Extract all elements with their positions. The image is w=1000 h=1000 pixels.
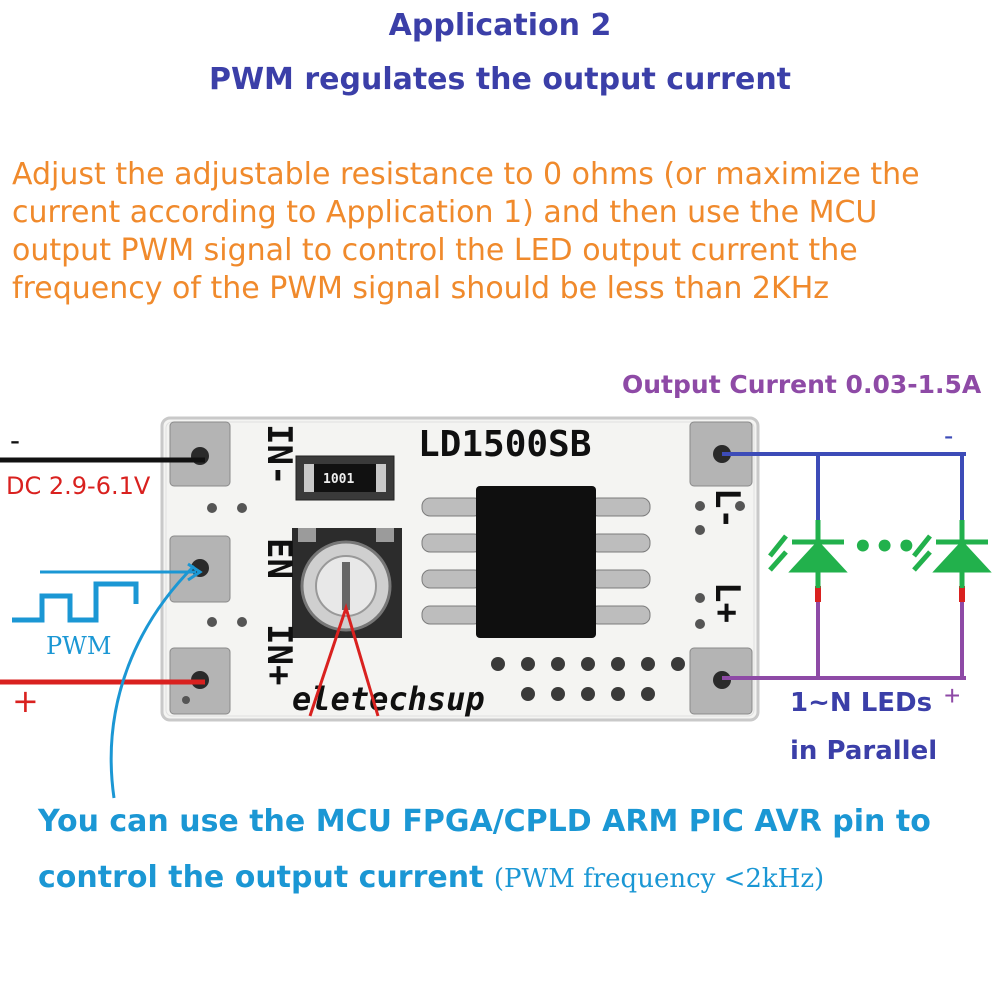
smd-resistor	[312, 464, 378, 492]
pwm-waveform	[12, 581, 139, 623]
page-subtitle: PWM regulates the output current	[208, 62, 792, 97]
mcu-pointer-line	[109, 564, 196, 799]
pin-l-minus-label: L-	[707, 488, 747, 529]
bottom-line-2-note: (PWM frequency <2kHz)	[493, 864, 825, 894]
bottom-line-2-bold: control the output current	[38, 860, 484, 895]
ic-pins-left	[421, 497, 483, 625]
pcb-pad-en	[169, 535, 231, 603]
minus-right-label: -	[944, 420, 954, 451]
dc-voltage-label: DC 2.9-6.1V	[6, 472, 151, 500]
ic-pins-right	[589, 497, 651, 625]
pin-en-label: EN	[259, 538, 299, 579]
plus-left-label: +	[12, 682, 39, 720]
board-model: LD1500SB	[418, 424, 591, 465]
led-icon-right	[912, 520, 992, 588]
description-line-4: frequency of the PWM signal should be le…	[12, 271, 830, 306]
resistor-code: 1001	[323, 472, 354, 487]
pcb-vias	[182, 501, 745, 704]
description-line-3: output PWM signal to control the LED out…	[12, 233, 858, 268]
pcb-pad-in-minus	[169, 421, 231, 487]
potentiometer-pointer	[308, 603, 380, 717]
board-brand: eletechsup	[292, 680, 485, 718]
pin-l-plus-label: L+	[707, 582, 747, 623]
minus-left-label: -	[10, 424, 20, 457]
pcb-pad-l-plus	[689, 647, 753, 715]
description-line-1: Adjust the adjustable resistance to 0 oh…	[12, 157, 920, 192]
pin-in-minus-label: IN-	[259, 424, 299, 485]
ic-chip	[476, 486, 596, 638]
led-ellipsis: •••	[852, 527, 917, 567]
pcb-header-holes	[491, 657, 685, 701]
bottom-line-2: control the output current (PWM frequenc…	[38, 860, 824, 895]
pin-in-plus-label: IN+	[259, 624, 299, 685]
leds-label-line-1: 1~N LEDs	[790, 688, 933, 718]
leds-label-line-2: in Parallel	[790, 736, 938, 766]
page-title: Application 2	[388, 8, 612, 43]
led-icon-left	[768, 520, 848, 588]
plus-right-label: +	[944, 680, 961, 711]
description-line-2: current according to Application 1) and …	[12, 195, 878, 230]
pwm-label: PWM	[46, 632, 112, 660]
output-current-label: Output Current 0.03-1.5A	[622, 370, 982, 399]
bottom-line-1: You can use the MCU FPGA/CPLD ARM PIC AV…	[38, 804, 931, 839]
